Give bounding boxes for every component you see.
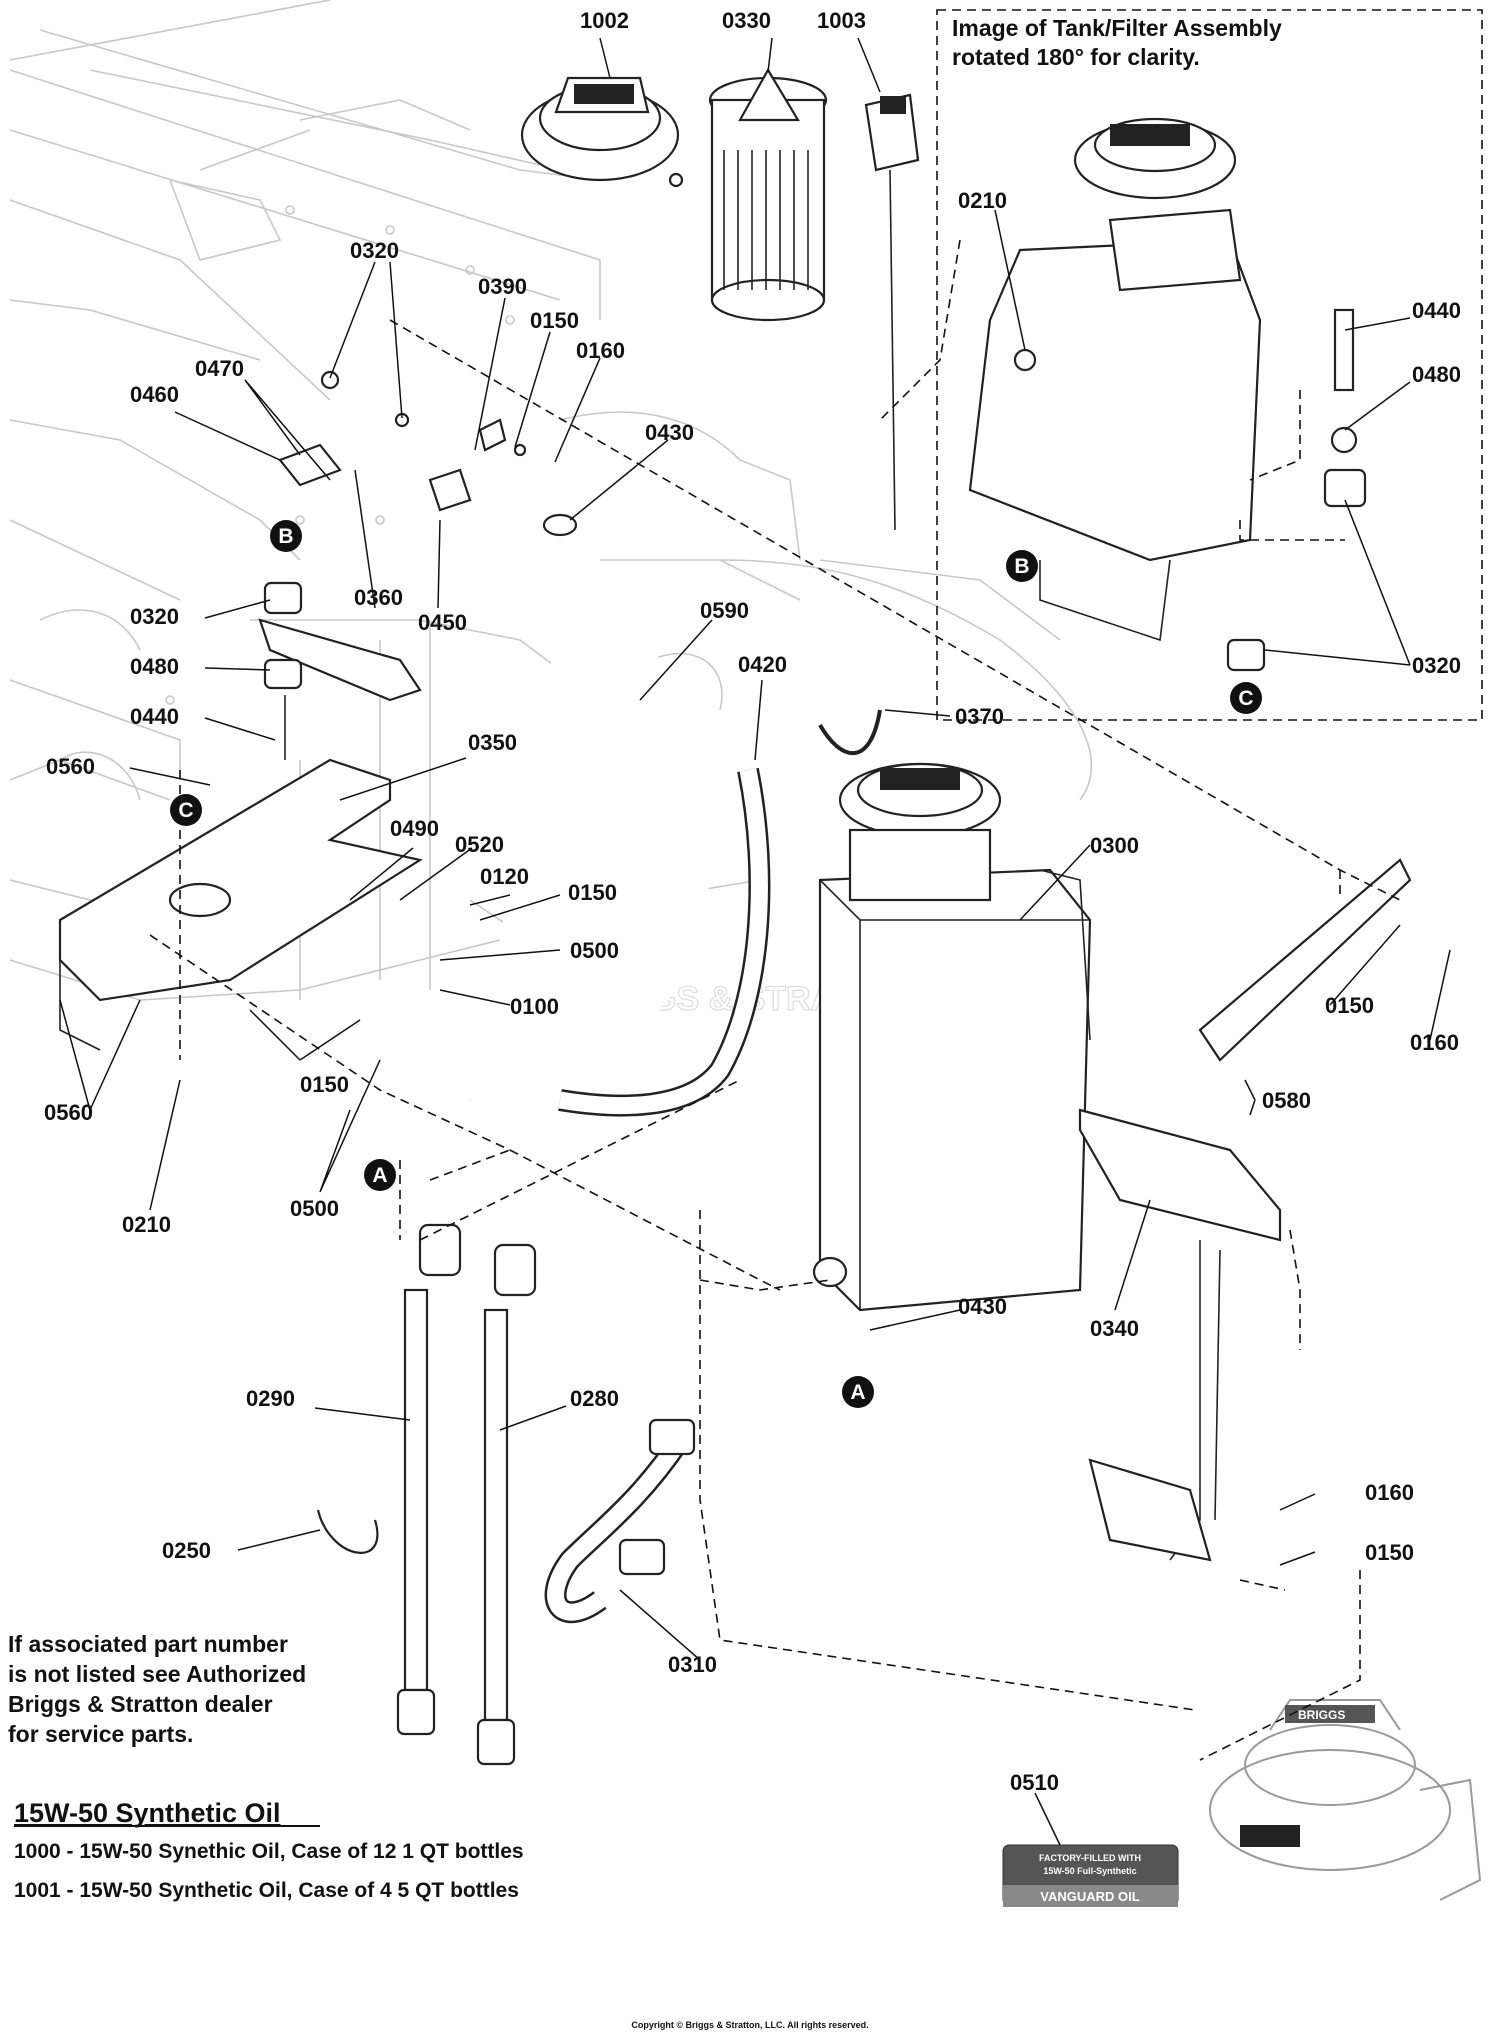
cap-1002-drawing (520, 76, 684, 188)
part-label-0370: 0370 (955, 704, 1004, 729)
part-label-0480-mid: 0480 (130, 654, 179, 679)
plate-0350-drawing (58, 758, 423, 1051)
oil-section: 15W-50 Synthetic Oil 1000 - 15W-50 Synet… (14, 1798, 524, 1902)
callout-letter-a-left: A (372, 1164, 387, 1187)
part-label-0100: 0100 (510, 994, 559, 1019)
decal-line1: FACTORY-FILLED WITH (1039, 1853, 1141, 1863)
callout-letter-c-inset: C (1238, 687, 1253, 710)
part-label-0360: 0360 (354, 585, 403, 610)
filter-0330-drawing (708, 67, 828, 322)
dealer-note-line3: Briggs & Stratton dealer (8, 1691, 273, 1717)
decal-brand: VANGUARD OIL (1040, 1889, 1139, 1904)
callout-circle-c-main (170, 794, 202, 826)
part-label-0150-bottom: 0150 (1365, 1540, 1414, 1565)
part-label-0500-lower: 0500 (290, 1196, 339, 1221)
part-label-0280: 0280 (570, 1386, 619, 1411)
dealer-note-line1: If associated part number (8, 1631, 288, 1657)
part-label-0340: 0340 (1090, 1316, 1139, 1341)
leader-lines (59, 37, 1451, 1846)
part-label-0510: 0510 (1010, 1770, 1059, 1795)
part-labels: 1002 0330 1003 0320 0390 0150 0160 0470 … (44, 8, 1461, 1795)
inset-assembly: Image of Tank/Filter Assembly rotated 18… (936, 9, 1483, 721)
dipstick-1003-drawing (864, 93, 920, 531)
callout-circle-c-inset (1230, 682, 1262, 714)
part-label-0430-lower: 0430 (958, 1294, 1007, 1319)
part-label-0150-center: 0150 (568, 880, 617, 905)
callout-letter-a-tank: A (850, 1381, 865, 1404)
part-label-0560-upper: 0560 (46, 754, 95, 779)
part-label-0440-mid: 0440 (130, 704, 179, 729)
part-label-0490: 0490 (390, 816, 439, 841)
part-label-0500-center: 0500 (570, 938, 619, 963)
part-label-0430-top: 0430 (645, 420, 694, 445)
cap-logo: BRIGGS (1298, 1708, 1345, 1722)
callout-circle-a-left (364, 1159, 396, 1191)
part-label-0580: 0580 (1262, 1088, 1311, 1113)
chassis-frame (9, 0, 1093, 1001)
part-label-0150-right: 0150 (1325, 993, 1374, 1018)
part-label-0470: 0470 (195, 356, 244, 381)
part-label-0350: 0350 (468, 730, 517, 755)
oil-line-1000: 1000 - 15W-50 Synethic Oil, Case of 12 1… (14, 1840, 524, 1863)
dealer-note-line2: is not listed see Authorized (8, 1661, 306, 1687)
dealer-note-line4: for service parts. (8, 1721, 193, 1747)
part-label-0520: 0520 (455, 832, 504, 857)
part-label-0150-top: 0150 (530, 308, 579, 333)
part-label-0210-main: 0210 (122, 1212, 171, 1237)
dealer-note: If associated part number is not listed … (8, 1631, 306, 1747)
callout-circle-b-inset (1006, 550, 1038, 582)
part-label-0460: 0460 (130, 382, 179, 407)
part-label-0330: 0330 (722, 8, 771, 33)
part-label-1003: 1003 (817, 8, 866, 33)
oil-line-1001: 1001 - 15W-50 Synthetic Oil, Case of 4 5… (14, 1879, 519, 1902)
part-label-0160-bottom: 0160 (1365, 1480, 1414, 1505)
part-label-0210-inset: 0210 (958, 188, 1007, 213)
part-label-0450: 0450 (418, 610, 467, 635)
part-label-0300: 0300 (1090, 833, 1139, 858)
pipes-drawing (396, 1223, 537, 1766)
part-label-0420: 0420 (738, 652, 787, 677)
part-label-0120: 0120 (480, 864, 529, 889)
callout-letter-c-main: C (178, 799, 193, 822)
part-label-0310: 0310 (668, 1652, 717, 1677)
callout-circle-a-tank (842, 1376, 874, 1408)
decal-line2: 15W-50 Full-Synthetic (1043, 1866, 1136, 1876)
part-label-0290: 0290 (246, 1386, 295, 1411)
bracket-0340-drawing (1078, 858, 1412, 1562)
copyright: Copyright © Briggs & Stratton, LLC. All … (631, 2020, 868, 2030)
part-label-0320-top: 0320 (350, 238, 399, 263)
part-label-0160-top: 0160 (576, 338, 625, 363)
part-label-0250: 0250 (162, 1538, 211, 1563)
part-label-0320-mid: 0320 (130, 604, 179, 629)
part-label-0440-inset: 0440 (1412, 298, 1461, 323)
part-label-1002: 1002 (580, 8, 629, 33)
part-label-0160-right: 0160 (1410, 1030, 1459, 1055)
part-label-0390: 0390 (478, 274, 527, 299)
part-label-0480-inset: 0480 (1412, 362, 1461, 387)
tank-0300-drawing (812, 762, 1092, 1312)
callout-circle-b-main (270, 520, 302, 552)
inset-caption-line2: rotated 180° for clarity. (952, 44, 1200, 70)
part-label-0590: 0590 (700, 598, 749, 623)
callout-circles: B C A A B C (170, 520, 1262, 1408)
inset-caption-line1: Image of Tank/Filter Assembly (952, 15, 1282, 41)
callout-letter-b-inset: B (1014, 555, 1029, 578)
oil-heading: 15W-50 Synthetic Oil (14, 1798, 281, 1828)
part-label-0320-inset: 0320 (1412, 653, 1461, 678)
part-label-0150-lower: 0150 (300, 1072, 349, 1097)
part-label-0560-lower: 0560 (44, 1100, 93, 1125)
callout-letter-b-main: B (278, 525, 293, 548)
decal-0510-group: BRIGGS FACTORY-FILLED WITH 15W-50 Full-S… (1002, 1699, 1482, 1907)
